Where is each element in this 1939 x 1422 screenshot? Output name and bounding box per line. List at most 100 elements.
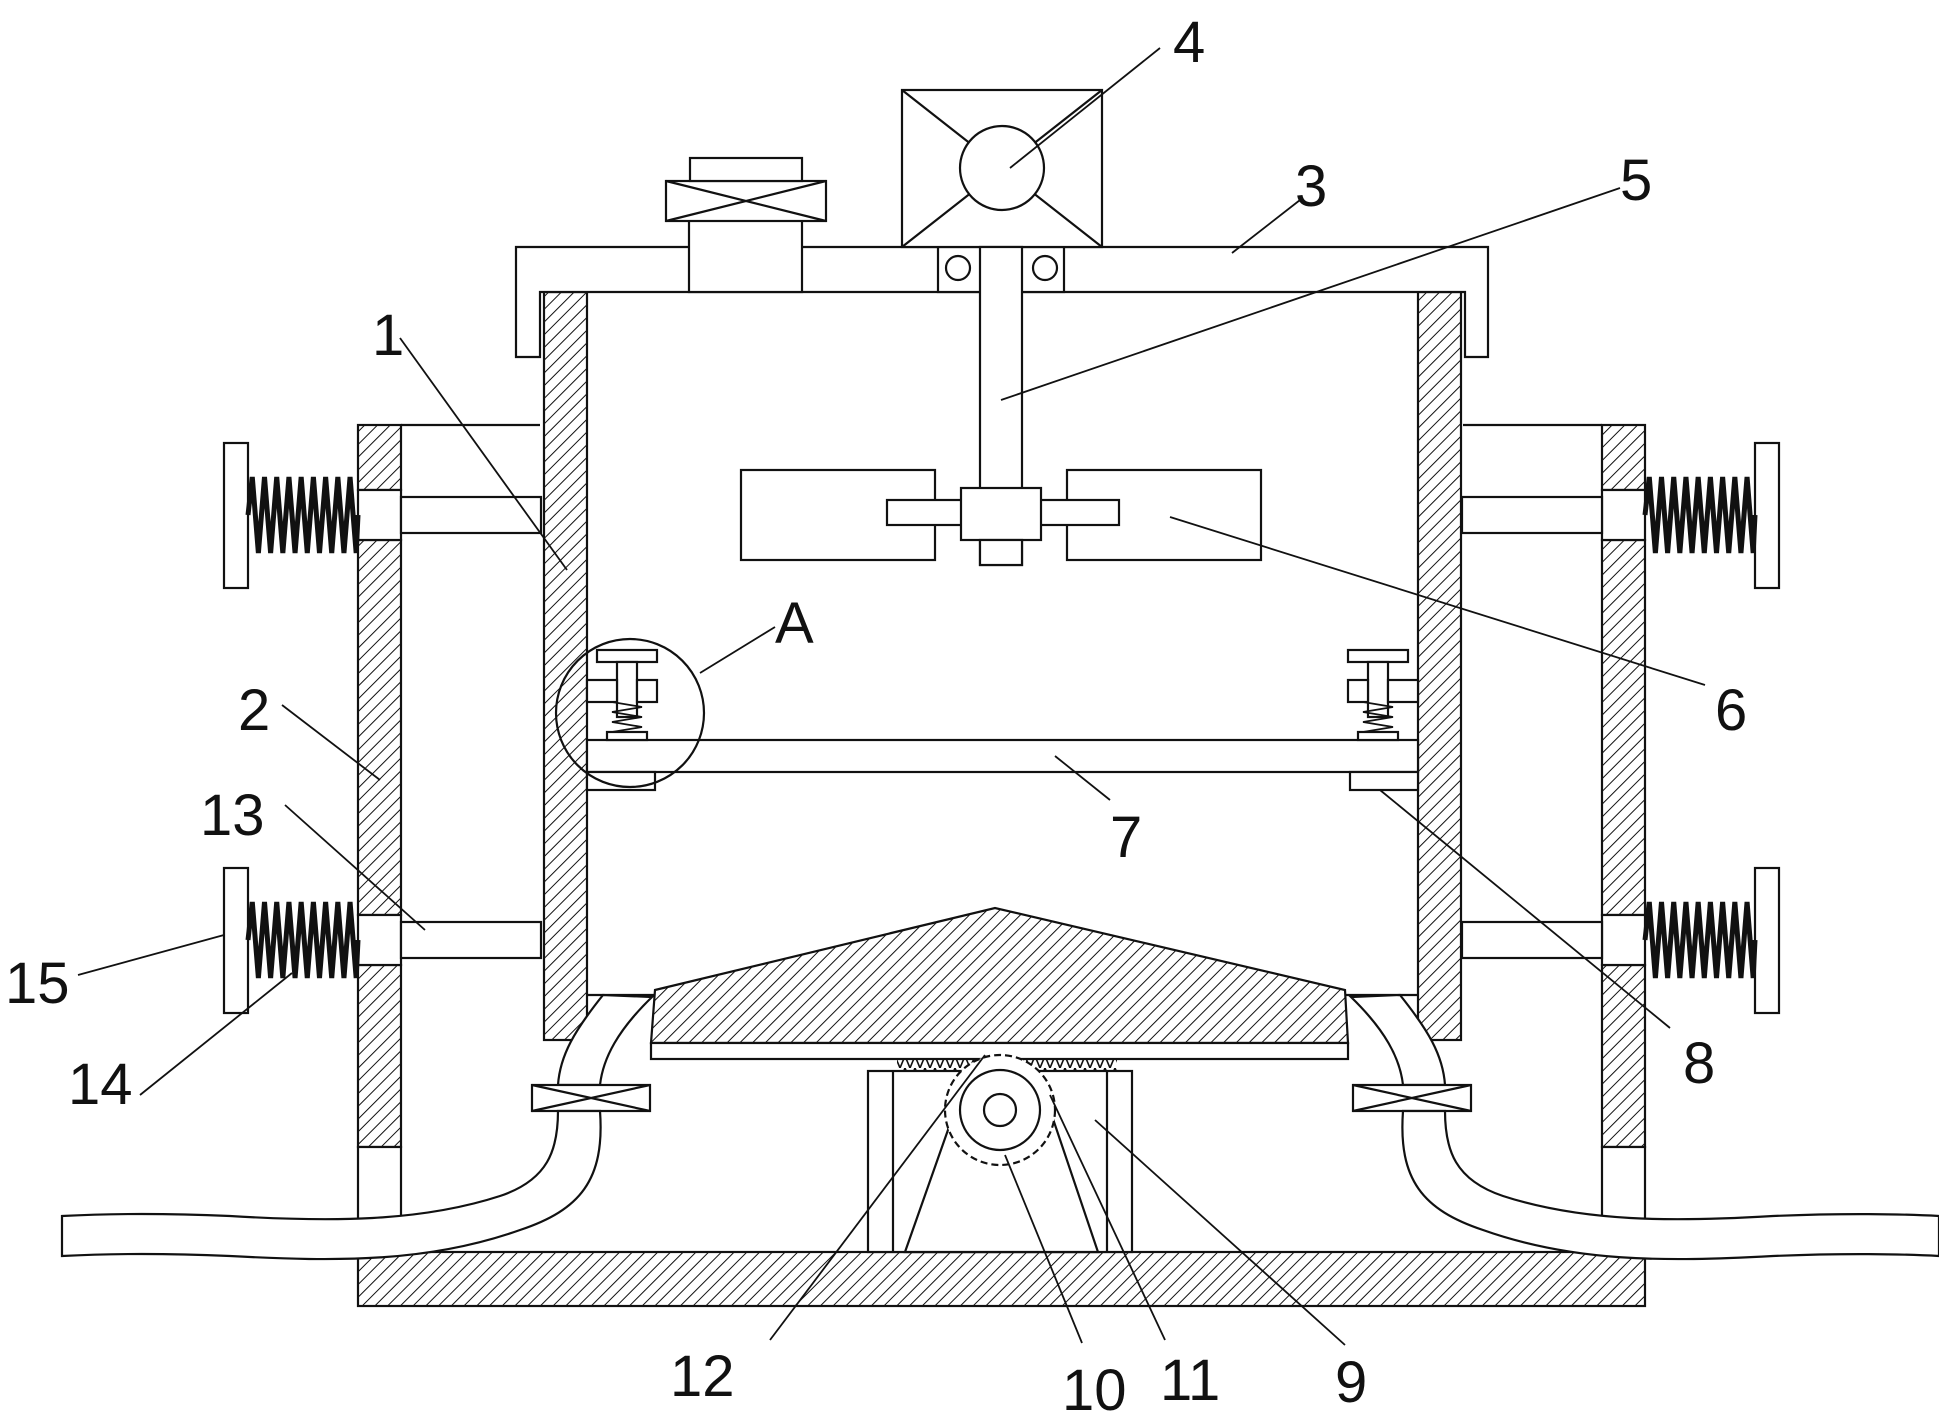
leader-lines — [77, 47, 1706, 1346]
feed-cap — [688, 156, 804, 183]
clamp-left-block-b — [635, 678, 659, 704]
spring-left-upper — [245, 476, 361, 554]
bar-right-lower — [1460, 920, 1604, 960]
sleeve-left-upper — [356, 488, 403, 542]
spring-right-upper — [1642, 476, 1758, 554]
label-14: 14 — [68, 1052, 133, 1117]
bottom-assembly — [60, 906, 1939, 1261]
label-10: 10 — [1062, 1358, 1127, 1422]
lifting-mechanism — [866, 1053, 1134, 1254]
support-block-right — [1348, 770, 1420, 792]
clamp-right-head — [1346, 648, 1410, 664]
leader-1 — [399, 337, 568, 571]
leader-12 — [769, 1054, 986, 1341]
label-11: 11 — [1160, 1348, 1220, 1413]
label-6: 6 — [1715, 678, 1747, 743]
clamp-right-block — [1386, 678, 1420, 704]
leader-14 — [139, 972, 293, 1096]
spring-left-lower — [245, 901, 361, 979]
clamp-left-block — [585, 678, 619, 704]
motor-rotor — [958, 124, 1046, 212]
pad-right-upper — [1753, 441, 1781, 590]
leader-5 — [1000, 187, 1621, 401]
part-labels: 1 2 3 4 5 6 7 8 9 10 11 12 13 14 15 A — [5, 10, 1747, 1422]
pad-left-upper — [222, 441, 250, 590]
inner-tank — [539, 290, 1466, 1042]
bar-left-lower — [399, 920, 543, 960]
blade-hub — [959, 486, 1043, 542]
drain-valve-right-cross — [1352, 1083, 1472, 1113]
bar-right-upper — [1460, 495, 1604, 535]
sleeve-right-upper — [1600, 488, 1647, 542]
clamp-left-spring — [611, 701, 643, 733]
pad-left-lower — [222, 866, 250, 1015]
clamp-left-foot — [605, 730, 649, 742]
outer-wall-left-low — [356, 963, 403, 1149]
leader-7 — [1054, 755, 1111, 801]
outer-wall-right-top — [1600, 423, 1647, 492]
bearing-ball-right — [1031, 254, 1059, 282]
conical-bottom — [649, 906, 1350, 1045]
outer-wall-right-mid — [1600, 538, 1647, 917]
feed-valve-cross — [665, 179, 827, 223]
inner-wall-left — [542, 290, 589, 1042]
label-13: 13 — [200, 783, 265, 848]
leader-2 — [281, 704, 381, 781]
leader-9 — [1094, 1119, 1346, 1346]
bar-left-upper — [399, 495, 543, 535]
label-5: 5 — [1620, 148, 1652, 213]
shaft-end — [978, 538, 1024, 567]
leader-6 — [1169, 516, 1706, 686]
spring-coils — [245, 476, 1758, 979]
leader-15 — [77, 934, 225, 976]
leader-4 — [1009, 47, 1161, 169]
label-15: 15 — [5, 951, 70, 1016]
lid — [514, 156, 1490, 359]
clamp-right-spring — [1362, 701, 1394, 733]
inner-wall-right — [1416, 290, 1463, 1042]
spring-right-lower — [1642, 901, 1758, 979]
label-12: 12 — [670, 1344, 735, 1409]
gear-axle — [982, 1092, 1018, 1128]
outer-wall-left-mid — [356, 538, 403, 917]
sleeve-right-lower — [1600, 913, 1647, 967]
label-9: 9 — [1335, 1350, 1367, 1415]
clamp-right-block-b — [1346, 678, 1370, 704]
leader-10 — [1004, 1154, 1083, 1344]
filter-plate-assembly — [554, 637, 1420, 792]
clamp-right-foot — [1356, 730, 1400, 742]
filter-plate — [585, 738, 1420, 774]
detail-circle-a — [554, 637, 706, 789]
clamp-left — [585, 648, 659, 742]
label-1: 1 — [372, 303, 404, 368]
label-7: 7 — [1110, 805, 1142, 870]
bearing-ball-left — [944, 254, 972, 282]
outer-wall-right-low — [1600, 963, 1647, 1149]
label-4: 4 — [1173, 10, 1205, 75]
springs-and-pads — [222, 441, 1781, 1015]
drain-hose-left — [60, 1109, 602, 1261]
leader-13 — [284, 804, 426, 931]
stirrer — [739, 245, 1263, 567]
feed-port — [687, 218, 804, 294]
clamp-left-head — [595, 648, 659, 664]
leader-3 — [1231, 199, 1301, 254]
motor — [900, 88, 1104, 249]
leader-8 — [1379, 789, 1671, 1029]
drain-valve-left-cross — [531, 1083, 651, 1113]
clamp-right — [1346, 648, 1420, 742]
label-a: A — [775, 591, 814, 656]
leader-a — [699, 626, 776, 674]
outer-wall-left-top — [356, 423, 403, 492]
label-3: 3 — [1295, 154, 1327, 219]
drain-hose-right — [1401, 1109, 1939, 1261]
outer-base-plate — [356, 1250, 1647, 1308]
pad-right-lower — [1753, 866, 1781, 1015]
label-8: 8 — [1683, 1031, 1715, 1096]
support-block-left — [585, 770, 657, 792]
sleeve-left-lower — [356, 913, 403, 967]
label-2: 2 — [238, 678, 270, 743]
leader-11 — [1049, 1094, 1166, 1341]
